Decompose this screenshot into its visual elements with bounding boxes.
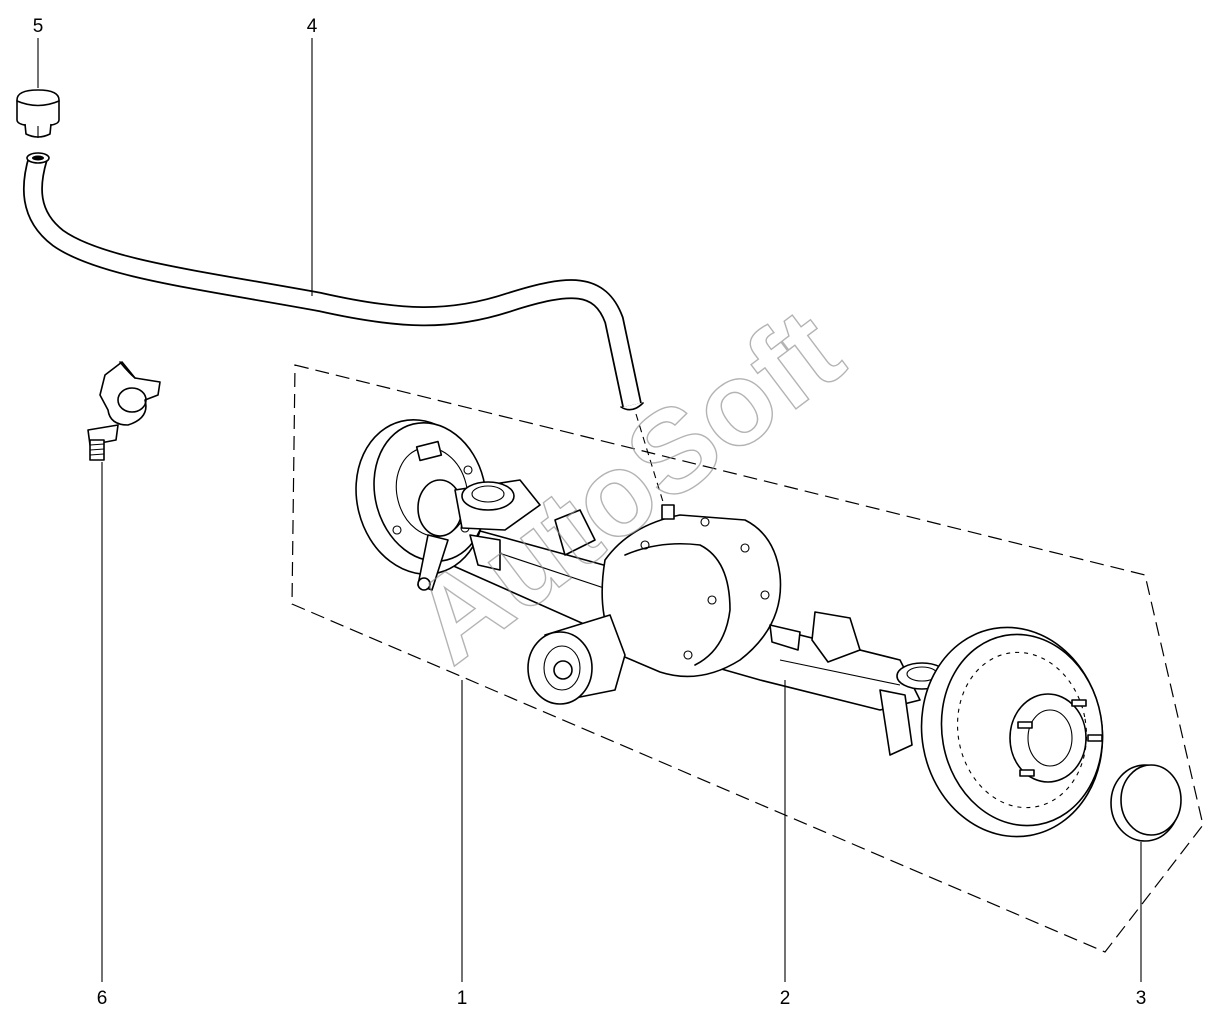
assembly-boundary bbox=[291, 364, 1204, 953]
callout-number-4: 4 bbox=[307, 16, 318, 37]
plug-part bbox=[1110, 764, 1182, 842]
callout-number-2: 2 bbox=[780, 988, 791, 1009]
rear-axle-assembly bbox=[355, 418, 1104, 838]
cap-part bbox=[16, 89, 60, 138]
callout-number-1: 1 bbox=[457, 988, 468, 1009]
callout-number-5: 5 bbox=[33, 16, 44, 37]
hose-clip-part bbox=[87, 361, 161, 461]
leader-lines bbox=[37, 38, 1142, 982]
breather-hose-part bbox=[22, 152, 644, 411]
callout-number-6: 6 bbox=[97, 988, 108, 1009]
callout-number-3: 3 bbox=[1136, 988, 1147, 1009]
